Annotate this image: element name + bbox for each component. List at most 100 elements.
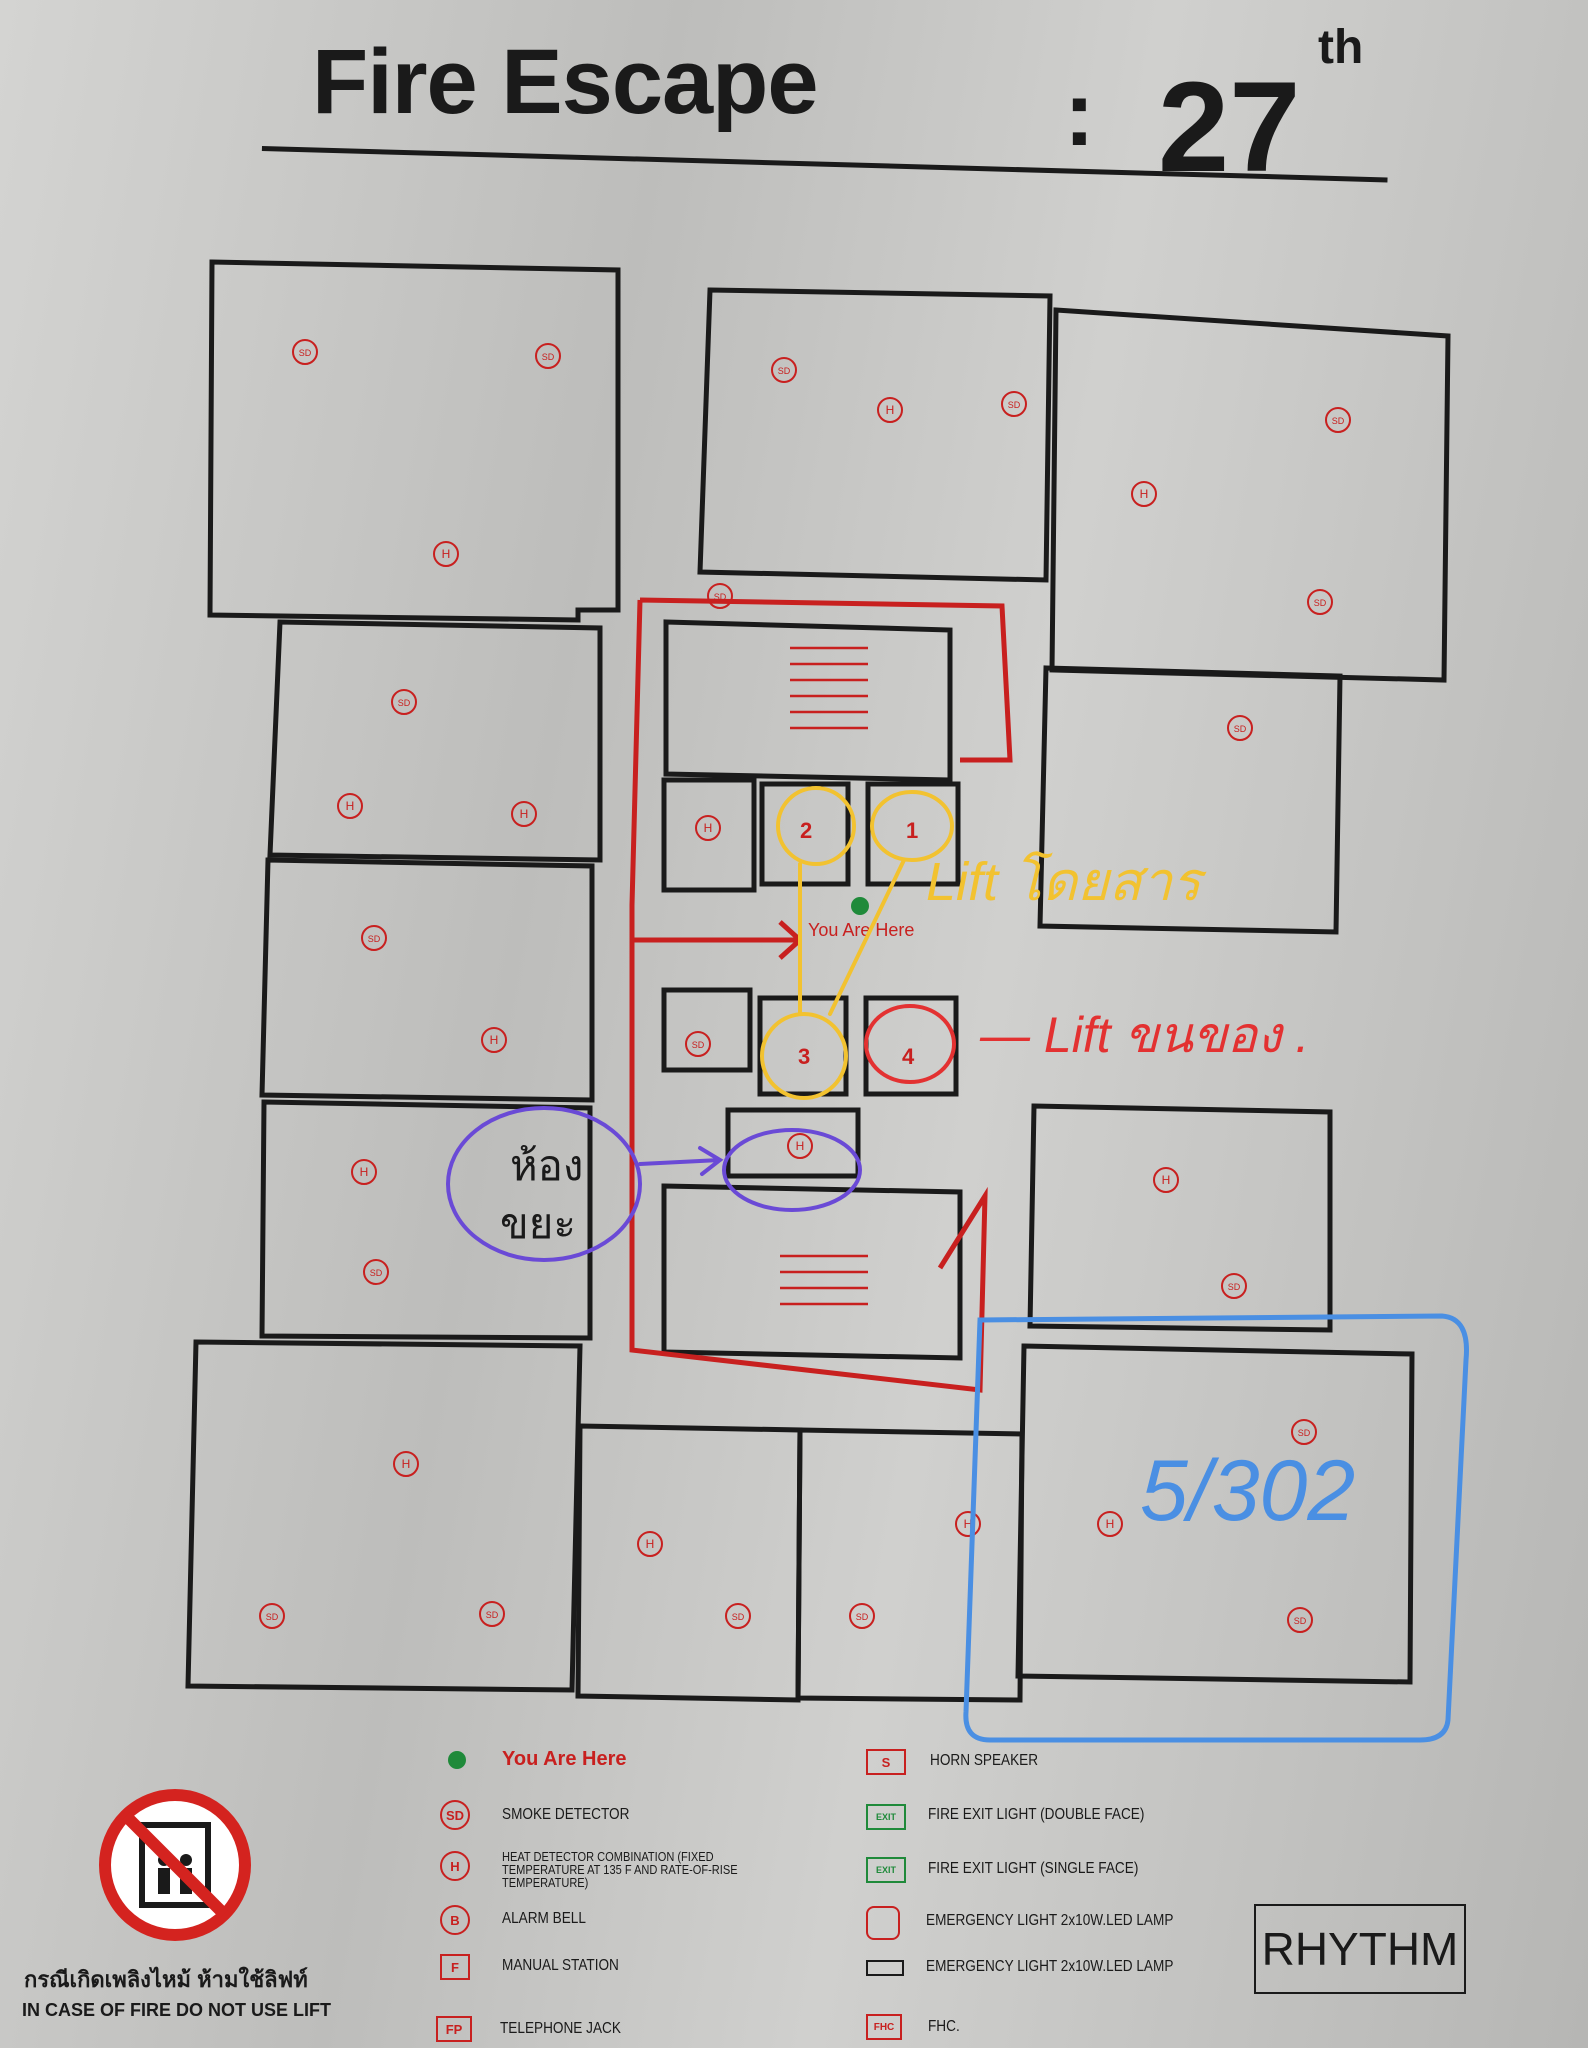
heat-detector-code: H <box>360 1165 369 1179</box>
smoke-detector-code: SD <box>370 1268 383 1278</box>
unit-nw-1 <box>207 259 621 623</box>
heat-detector-code: H <box>796 1139 805 1153</box>
legend-manual-station: MANUAL STATION <box>502 1957 619 1974</box>
heat-detector-symbol <box>695 815 721 841</box>
horn-speaker-icon: S <box>866 1749 906 1775</box>
heat-detector-symbol <box>481 1027 507 1053</box>
smoke-detector-symbol <box>1291 1419 1317 1445</box>
smoke-detector-code: SD <box>714 592 727 602</box>
legend-smoke-detector: SMOKE DETECTOR <box>502 1806 630 1823</box>
smoke-detector-code: SD <box>398 698 411 708</box>
stair-north <box>663 619 953 783</box>
legend-emergency-light-1: EMERGENCY LIGHT 2x10W.LED LAMP <box>926 1912 1174 1929</box>
heat-detector-symbol <box>393 1451 419 1477</box>
unit-e-3 <box>1027 1103 1333 1333</box>
smoke-detector-symbol <box>292 339 318 365</box>
smoke-detector-code: SD <box>732 1612 745 1622</box>
fhc-icon: FHC <box>866 2014 902 2040</box>
smoke-detector-code: SD <box>1314 598 1327 608</box>
smoke-detector-symbol <box>1221 1273 1247 1299</box>
unit-w-4 <box>259 1099 593 1341</box>
annotation-box-unit <box>963 1313 1469 1743</box>
smoke-detector-symbol <box>391 689 417 715</box>
heat-detector-symbol <box>955 1511 981 1537</box>
stair-south <box>661 1183 963 1361</box>
unit-sw <box>185 1339 583 1693</box>
smoke-detector-code: SD <box>1228 1282 1241 1292</box>
lift-number-1: 1 <box>906 818 918 843</box>
heat-detector-code: H <box>402 1457 411 1471</box>
page-title: Fire Escape <box>312 31 819 133</box>
smoke-detector-icon: SD <box>440 1800 470 1830</box>
heat-detector-symbol <box>511 801 537 827</box>
emergency-light-lamp-icon <box>866 1960 904 1976</box>
lift-number-3: 3 <box>798 1044 810 1069</box>
smoke-detector-symbol <box>259 1603 285 1629</box>
heat-detector-symbol <box>787 1133 813 1159</box>
smoke-detector-code: SD <box>486 1610 499 1620</box>
unit-s-2 <box>795 1427 1025 1703</box>
smoke-detector-code: SD <box>1008 400 1021 410</box>
annotation-circle-garbage-room <box>722 1128 862 1212</box>
smoke-detector-symbol <box>707 583 733 609</box>
legend-horn-speaker: HORN SPEAKER <box>930 1752 1039 1769</box>
lift-number-2: 2 <box>800 818 812 843</box>
smoke-detector-code: SD <box>1234 724 1247 734</box>
smoke-detector-symbol <box>479 1601 505 1627</box>
annotation-garbage-line-2: ขยะ <box>500 1200 576 1247</box>
annotation-garbage-line-1: ห้อง <box>510 1142 583 1189</box>
unit-e-2 <box>1037 665 1343 935</box>
unit-w-2 <box>267 619 603 863</box>
annotation-circle-garbage <box>446 1106 642 1262</box>
smoke-detector-code: SD <box>266 1612 279 1622</box>
annotation-link-lifts <box>798 858 906 1016</box>
annotation-freight-lift: — Lift ขนของ . <box>979 1007 1309 1063</box>
smoke-detector-symbol <box>1287 1607 1313 1633</box>
heat-detector-code: H <box>886 403 895 417</box>
smoke-detector-code: SD <box>299 348 312 358</box>
garbage-room <box>725 1107 861 1179</box>
heat-detector-code: H <box>346 799 355 813</box>
legend-you-are-here: You Are Here <box>502 1748 627 1770</box>
heat-detector-code: H <box>442 547 451 561</box>
core-room-nw <box>661 777 757 893</box>
legend-alarm-bell: ALARM BELL <box>502 1910 586 1927</box>
annotation-circle-lift-1 <box>870 790 954 862</box>
smoke-detector-symbol <box>1001 391 1027 417</box>
smoke-detector-code: SD <box>692 1040 705 1050</box>
alarm-bell-icon: B <box>440 1905 470 1935</box>
heat-detector-symbol <box>351 1159 377 1185</box>
smoke-detector-symbol <box>1325 407 1351 433</box>
heat-detector-code: H <box>490 1033 499 1047</box>
unit-s-1 <box>575 1423 803 1703</box>
smoke-detector-code: SD <box>856 1612 869 1622</box>
smoke-detector-code: SD <box>778 366 791 376</box>
exit-light-double-icon: EXIT <box>866 1804 906 1830</box>
smoke-detector-code: SD <box>1332 416 1345 426</box>
annotation-unit-number: 5/302 <box>1140 1443 1355 1539</box>
heat-detector-icon: H <box>440 1851 470 1881</box>
smoke-detector-symbol <box>685 1031 711 1057</box>
heat-detector-code: H <box>1140 487 1149 501</box>
annotation-circle-lift-2 <box>776 786 856 866</box>
telephone-jack-icon: FP <box>436 2016 472 2042</box>
smoke-detector-code: SD <box>1298 1428 1311 1438</box>
brand-logo: RHYTHM <box>1254 1904 1466 1994</box>
smoke-detector-symbol <box>771 357 797 383</box>
smoke-detector-symbol <box>361 925 387 951</box>
heat-detector-symbol <box>1097 1511 1123 1537</box>
legend-emergency-light-2: EMERGENCY LIGHT 2x10W.LED LAMP <box>926 1958 1174 1975</box>
warning-english: IN CASE OF FIRE DO NOT USE LIFT <box>22 2000 332 2020</box>
floor-suffix: th <box>1318 21 1364 74</box>
lift-number-4: 4 <box>902 1044 915 1069</box>
heat-detector-code: H <box>646 1537 655 1551</box>
heat-detector-symbol <box>1153 1167 1179 1193</box>
smoke-detector-symbol <box>1307 589 1333 615</box>
annotation-circle-lift-4 <box>864 1004 956 1084</box>
annotation-arrow-garbage <box>638 1146 724 1176</box>
annotation-passenger-lift: Lift โดยสาร <box>926 851 1207 912</box>
no-lift-icon <box>99 1789 251 1941</box>
